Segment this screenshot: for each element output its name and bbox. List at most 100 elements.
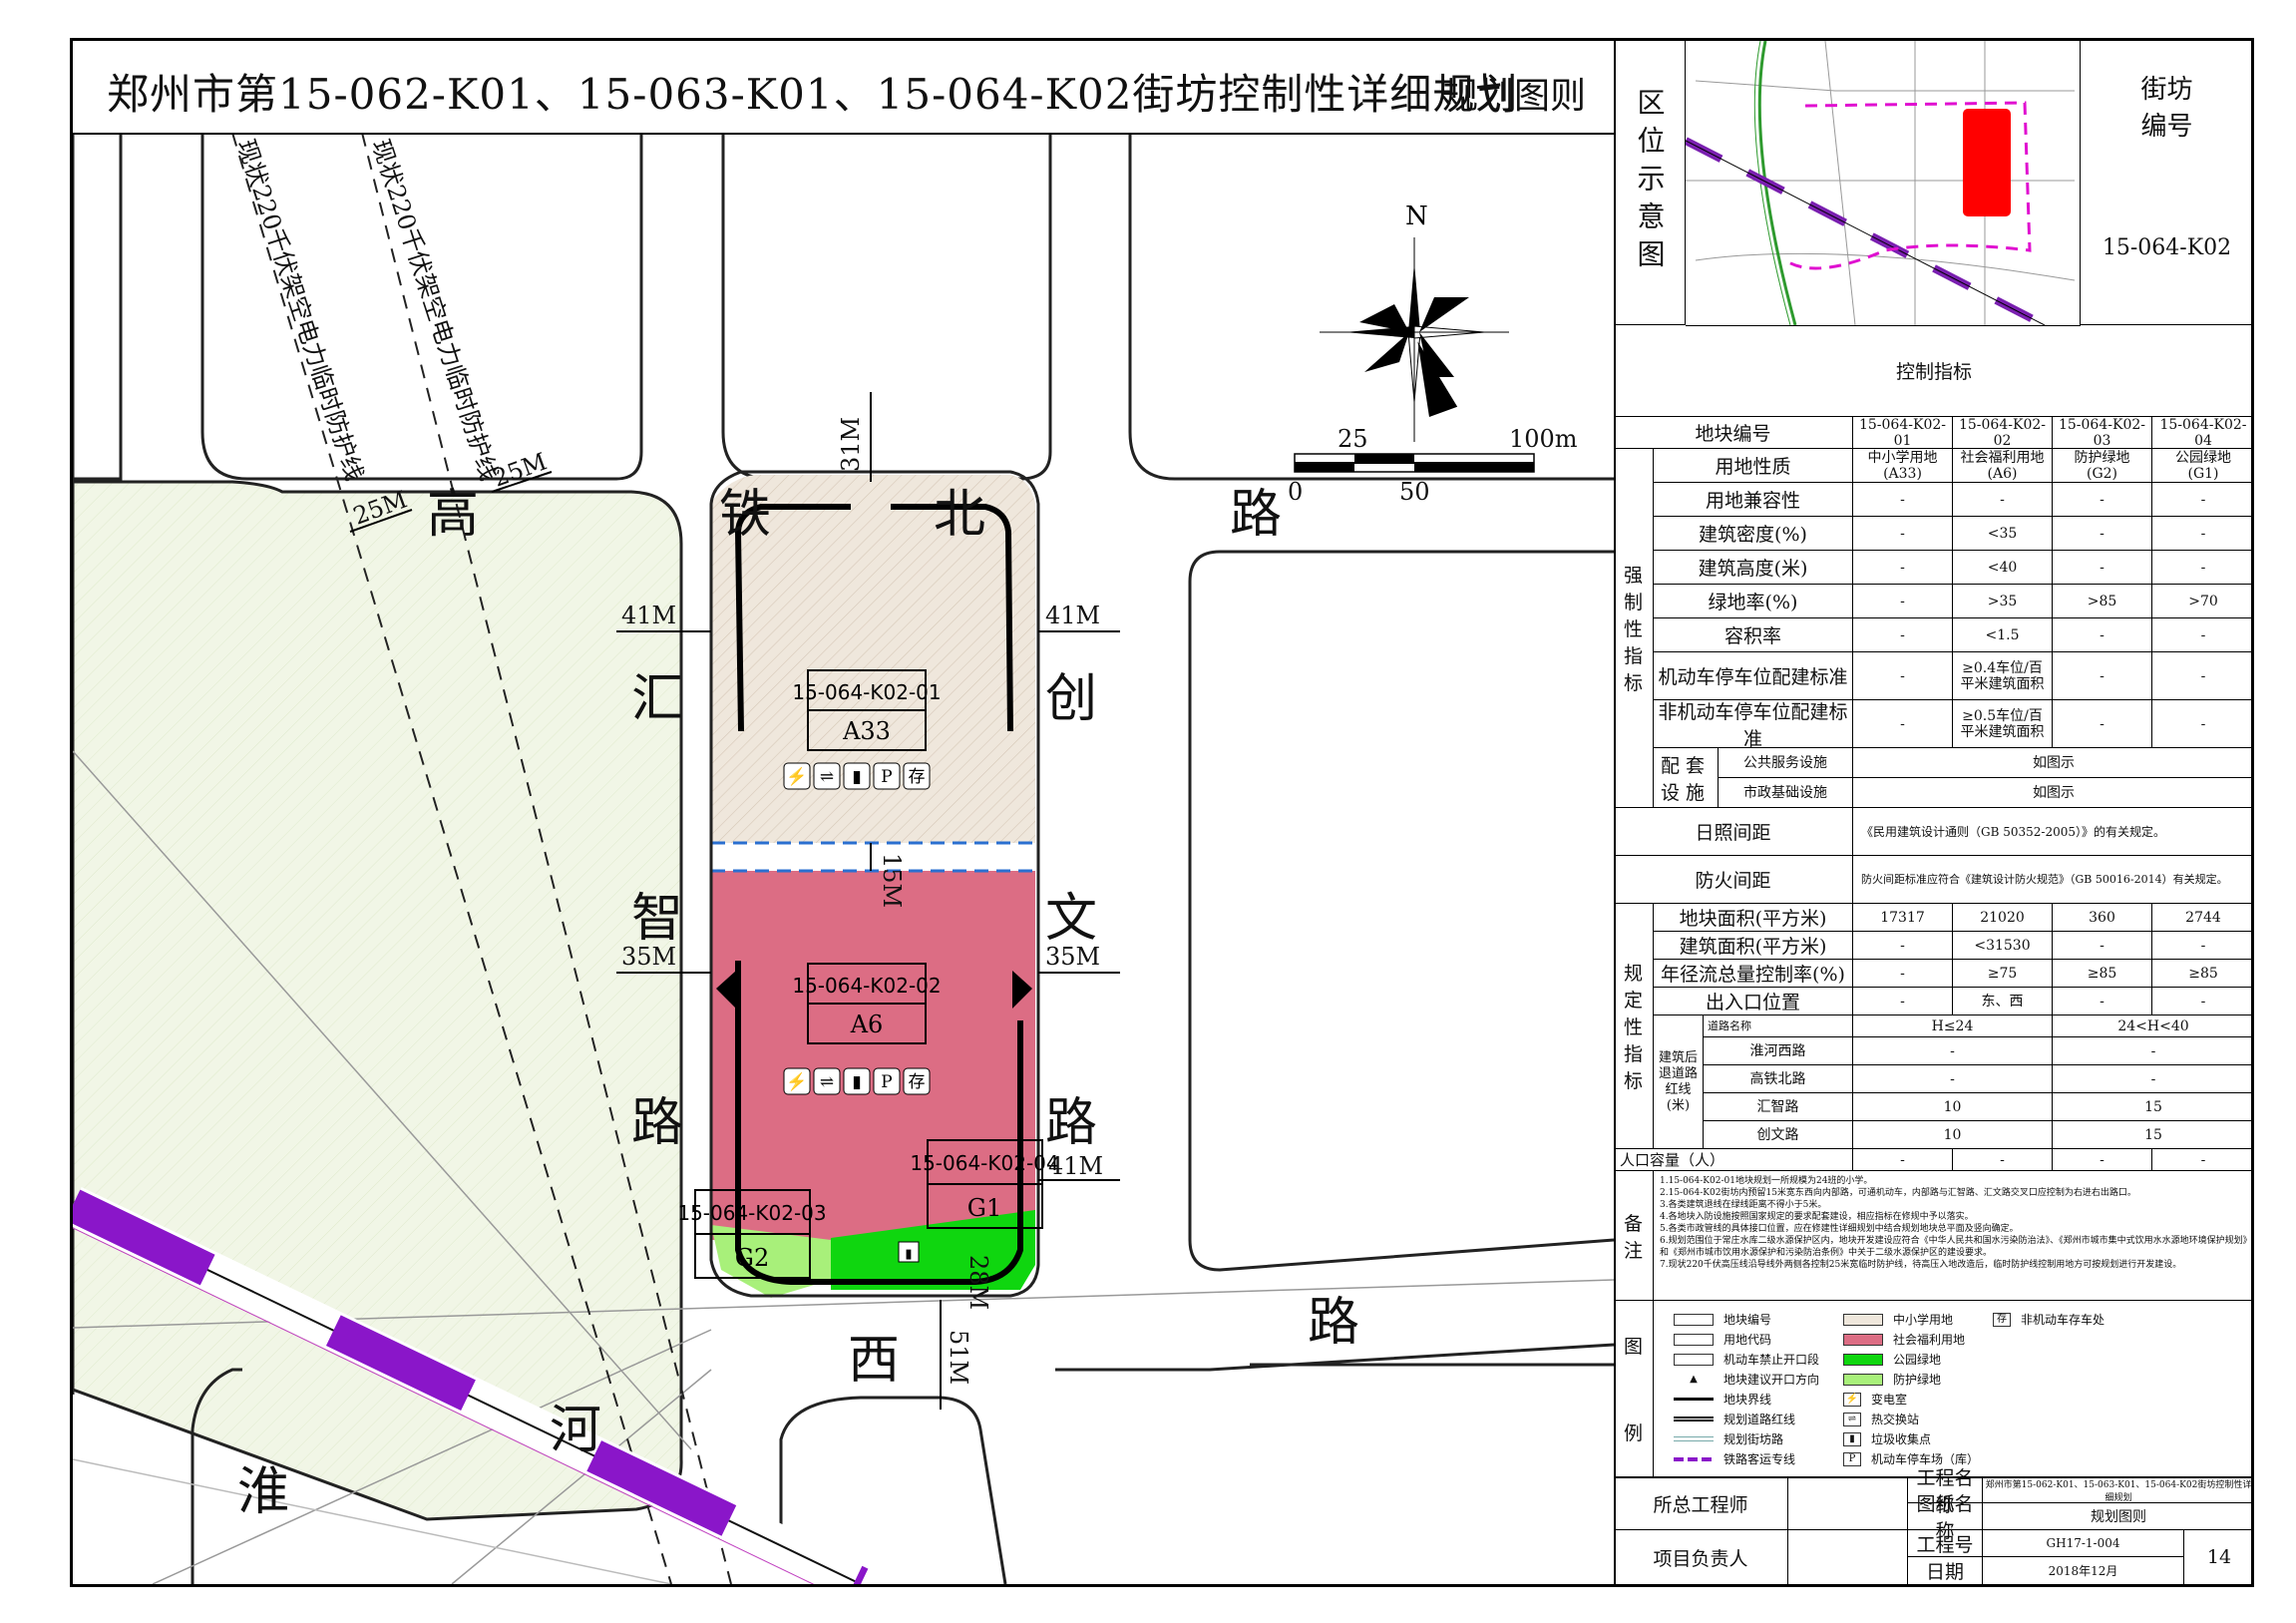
guide-name: 建筑面积(平方米) (1654, 932, 1853, 960)
block-number: 15-064-K02 (2080, 171, 2251, 325)
indicator-name: 用地性质 (1654, 449, 1853, 483)
legend-item: 用地代码 (1674, 1331, 1771, 1348)
setback-road: 高铁北路 (1704, 1065, 1853, 1093)
legend-item: 规划街坊路 (1674, 1430, 1783, 1447)
project-no: GH17-1-004 (1983, 1530, 2184, 1557)
north-label: N (1405, 202, 1428, 231)
guide-value: - (1853, 960, 1953, 988)
setback-road: 淮河西路 (1704, 1037, 1853, 1065)
block-sw (191, 1368, 242, 1584)
icon-swatch: ▮ (1843, 1431, 1861, 1446)
site: 15-064-K02-01 A33 15-064-K02-02 A6 15-06… (677, 470, 1059, 1298)
thick-swatch (1674, 1398, 1714, 1401)
legend-item: 防护绿地 (1843, 1371, 1941, 1388)
block-s2 (1055, 1343, 1614, 1372)
indicator-value: - (1853, 483, 1953, 517)
powerline-label-2: 现状220千伏架空电力临时防护线 (366, 136, 503, 484)
indicator-value: - (1853, 652, 1953, 700)
heat-exchange-icon: ⇌ (820, 767, 834, 787)
site-boundary (709, 470, 1040, 1298)
indicator-value: - (2152, 551, 2251, 585)
rail-swatch (1674, 1456, 1714, 1461)
sunlight-value: 《民用建筑设计通则（GB 50352-2005）》的有关规定。 (1853, 808, 2251, 856)
road-south-c2: 河 (550, 1401, 601, 1460)
guide-value: ≥85 (2053, 960, 2152, 988)
indicator-value: <35 (1953, 517, 2053, 551)
setback-h2: 24<H<40 (2053, 1015, 2251, 1037)
guide-value: ≥85 (2152, 960, 2251, 988)
location-highlight (1963, 109, 2011, 216)
plan-title: 郑州市第15-062-K01、15-063-K01、15-064-K02街坊控制… (107, 70, 1519, 119)
facilities-a33: ⚡ ⇌ ▮ P 存 (783, 762, 931, 790)
support-name: 市政基础设施 (1719, 778, 1853, 808)
trash-icon: ▮ (852, 1072, 861, 1092)
indicator-value: - (1853, 700, 1953, 748)
indicator-value: <40 (1953, 551, 2053, 585)
scale-bar (1294, 453, 1535, 473)
bike-storage-icon: 存 (909, 767, 926, 787)
parking-icon: P (881, 1072, 892, 1092)
setback-hdr-road: 道路名称 (1704, 1015, 1853, 1037)
indicator-value: - (1853, 517, 1953, 551)
plan-map: 现状220千伏架空电力临时防护线 现状220千伏架空电力临时防护线 (73, 133, 1614, 1584)
block-label: 街坊编号 (2140, 75, 2193, 142)
plot-id-01: 15-064-K02-01 (792, 680, 941, 704)
legend-label-text: 用地代码 (1723, 1333, 1772, 1347)
block-n1 (200, 133, 643, 481)
parking-icon: P (881, 767, 892, 787)
legend-label-text: 变电室 (1871, 1393, 1908, 1407)
drawing-sheet: 郑州市第15-062-K01、15-063-K01、15-064-K02街坊控制… (70, 38, 2254, 1587)
indicator-value: - (2152, 483, 2251, 517)
indicator-value: <1.5 (1953, 618, 2053, 652)
legend-item: 地块界线 (1674, 1391, 1771, 1408)
indicator-value: 防护绿地 (G2) (2053, 449, 2152, 483)
plot-code-03: G2 (735, 1244, 769, 1272)
setback-b: - (2053, 1037, 2251, 1065)
legend-label-text: 中小学用地 (1893, 1313, 1954, 1327)
indicator-value: - (1853, 618, 1953, 652)
plot-code-04: G1 (967, 1194, 1001, 1222)
guide-value: 360 (2053, 904, 2152, 932)
dim-41m-east: 41M (1045, 602, 1100, 629)
entrance-arrow-west (716, 971, 736, 1009)
legend-item: 存非机动车存车处 (1993, 1311, 2105, 1328)
guide-value: ≥75 (1953, 960, 2053, 988)
setback-a: - (1853, 1037, 2053, 1065)
location-map (1686, 41, 2081, 326)
support-value: 如图示 (1853, 748, 2251, 778)
chief-engineer-label: 所总工程师 (1614, 1477, 1788, 1530)
plot-a6-fill (711, 871, 1035, 1240)
icon-swatch: ⇌ (1843, 1412, 1861, 1426)
swatch-swatch (1843, 1353, 1883, 1366)
indicator-name: 建筑高度(米) (1654, 551, 1853, 585)
legend-item: 社会福利用地 (1843, 1331, 1965, 1348)
control-header: 控制指标 (1614, 325, 2251, 417)
indicator-value: 中小学用地 (A33) (1853, 449, 1953, 483)
icon-swatch: 存 (1993, 1312, 2011, 1327)
guide-value: - (1853, 932, 1953, 960)
dimension-lines (349, 392, 1120, 1410)
plot-code-02: A6 (850, 1011, 884, 1038)
indicator-value: - (2053, 483, 2152, 517)
legend-label-text: 机动车禁止开口段 (1723, 1353, 1820, 1367)
map-area: 郑州市第15-062-K01、15-063-K01、15-064-K02街坊控制… (73, 41, 1616, 1584)
block-n3 (1128, 133, 1614, 481)
date-value: 2018年12月 (1983, 1557, 2184, 1584)
project-name: 郑州市第15-062-K01、15-063-K01、15-064-K02街坊控制… (1983, 1477, 2251, 1503)
swatch-swatch (1843, 1373, 1883, 1386)
indicator-value: 社会福利用地 (A6) (1953, 449, 2053, 483)
population-value: - (1853, 1149, 1953, 1171)
road-south-c4: 路 (1308, 1293, 1359, 1353)
setback-road: 创文路 (1704, 1121, 1853, 1149)
box-swatch (1674, 1313, 1714, 1326)
road-west-c1: 汇 (631, 669, 683, 729)
legend-label-text: 热交换站 (1871, 1413, 1920, 1426)
note-line: 1.15-064-K02-01地块规划一所规模为24班的小学。 (1660, 1176, 1873, 1186)
double-swatch (1674, 1417, 1714, 1421)
population-value: - (1953, 1149, 2053, 1171)
setback-label: 建筑后退道路红线(米) (1654, 1015, 1704, 1149)
icon-swatch: ⚡ (1843, 1392, 1861, 1407)
indicator-name: 机动车停车位配建标准 (1654, 652, 1853, 700)
road-south-c1: 淮 (237, 1462, 289, 1522)
